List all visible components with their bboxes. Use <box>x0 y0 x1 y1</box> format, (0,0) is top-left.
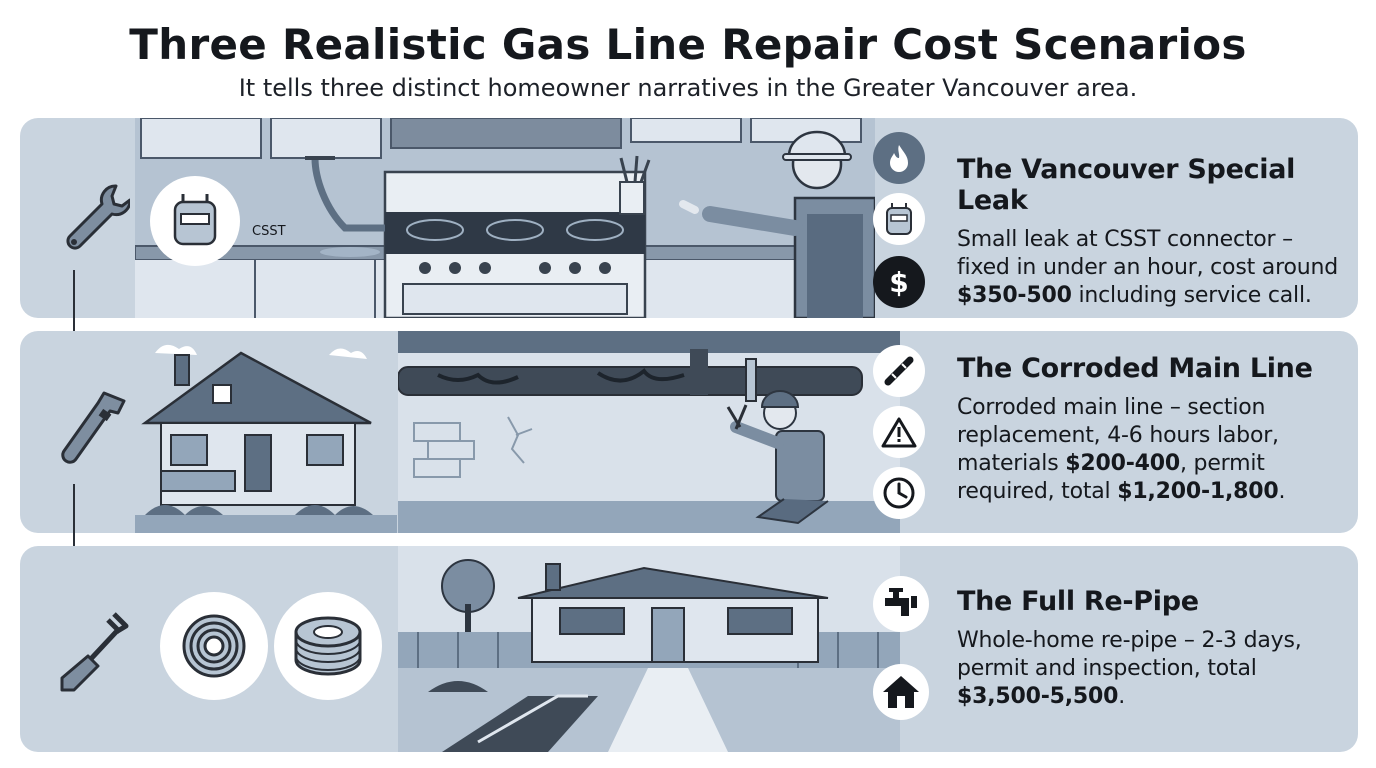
price-range: $350-500 <box>957 283 1072 308</box>
pipe-spool-icon <box>274 592 382 700</box>
price-range: $3,500-5,500 <box>957 684 1119 709</box>
scenario-heading: The Full Re-Pipe <box>957 586 1199 617</box>
scenario-card-full-re-pipe: The Full Re-Pipe Whole-home re-pipe – 2-… <box>20 546 1358 752</box>
coiled-pipe-icon <box>160 592 268 700</box>
pipe-icon <box>873 345 925 397</box>
basement-pipe-scene-illustration <box>398 331 900 533</box>
dollar-icon: $ <box>873 256 925 308</box>
scenario-description: Small leak at CSST connector – fixed in … <box>957 227 1338 308</box>
scenario-heading: The Vancouver Special Leak <box>957 154 1296 216</box>
csst-label: CSST <box>252 224 286 239</box>
price-range: $1,200-1,800 <box>1117 479 1279 504</box>
gas-meter-badge-icon <box>873 193 925 245</box>
scenario-text-2: The Corroded Main Line Corroded main lin… <box>957 353 1347 506</box>
kitchen-scene-illustration <box>135 118 875 318</box>
pipe-wrench-icon <box>58 387 130 474</box>
clock-icon <box>873 467 925 519</box>
price-range: $200-400 <box>1065 451 1180 476</box>
scenario-card-vancouver-special-leak: CSST $ The Vancouver Special Leak Small … <box>20 118 1358 318</box>
shovel-icon <box>58 610 130 699</box>
gas-meter-icon <box>150 176 240 266</box>
scenario-heading: The Corroded Main Line <box>957 353 1313 384</box>
scenario-description: Corroded main line – section replacement… <box>957 395 1286 504</box>
warning-icon <box>873 406 925 458</box>
wrench-icon <box>58 180 132 261</box>
scenario-description: Whole-home re-pipe – 2-3 days, permit an… <box>957 628 1302 709</box>
scenario-card-corroded-main-line: The Corroded Main Line Corroded main lin… <box>20 331 1358 533</box>
scenario-text-3: The Full Re-Pipe Whole-home re-pipe – 2-… <box>957 586 1347 711</box>
page-title: Three Realistic Gas Line Repair Cost Sce… <box>129 20 1247 69</box>
scenario-text-1: The Vancouver Special Leak Small leak at… <box>957 154 1347 310</box>
house-trench-scene-illustration <box>398 546 900 752</box>
house-icon <box>873 664 929 720</box>
house-scene-illustration <box>135 331 397 533</box>
flame-icon <box>873 132 925 184</box>
page-subtitle: It tells three distinct homeowner narrat… <box>238 74 1138 102</box>
faucet-icon <box>873 576 929 632</box>
